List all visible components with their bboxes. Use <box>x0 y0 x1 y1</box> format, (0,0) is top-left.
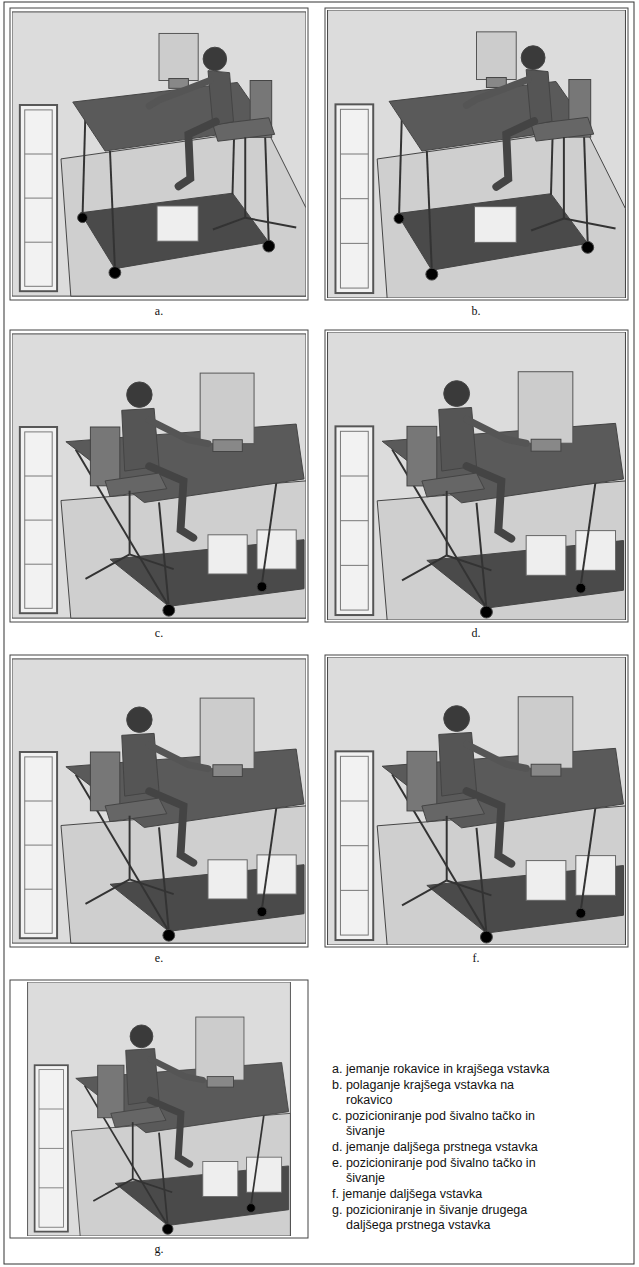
workstation-view <box>12 12 306 296</box>
panel-letter: g. <box>155 1242 164 1257</box>
panel-letter: a. <box>155 304 163 319</box>
step-list: a. jemanje rokavice in krajšega vstavkab… <box>332 1062 558 1234</box>
panel-frame <box>325 655 628 947</box>
workstation-view <box>328 10 626 298</box>
panel-letter: e. <box>155 951 163 966</box>
panel-frame <box>10 330 308 622</box>
step-description: g. pozicioniranje in šivanje drugega dal… <box>332 1203 558 1233</box>
workstation-view <box>328 332 626 620</box>
panel-frame <box>10 980 308 1238</box>
step-description: d. jemanje daljšega prstnega vstavka <box>332 1140 558 1155</box>
outer-border <box>4 2 634 1264</box>
panel-frame <box>325 8 628 300</box>
panel-frame <box>10 655 308 947</box>
workstation-view <box>328 657 626 945</box>
workstation-view <box>12 334 306 618</box>
step-description: b. polaganje krajšega vstavka na rokavic… <box>332 1078 558 1108</box>
workstation-view <box>12 659 306 943</box>
panel-frame <box>10 8 308 300</box>
panel-letter: b. <box>472 304 481 319</box>
panels <box>10 8 628 1238</box>
workstation-view <box>28 982 291 1236</box>
panel-frame <box>325 330 628 622</box>
step-description: e. pozicioniranje pod šivalno tačko in š… <box>332 1156 558 1186</box>
step-description: f. jemanje daljšega vstavka <box>332 1187 558 1202</box>
step-description: a. jemanje rokavice in krajšega vstavka <box>332 1062 558 1077</box>
panel-letter: f. <box>473 951 480 966</box>
panel-letter: d. <box>472 626 481 641</box>
panel-letter: c. <box>155 626 163 641</box>
step-description: c. pozicioniranje pod šivalno tačko in š… <box>332 1109 558 1139</box>
